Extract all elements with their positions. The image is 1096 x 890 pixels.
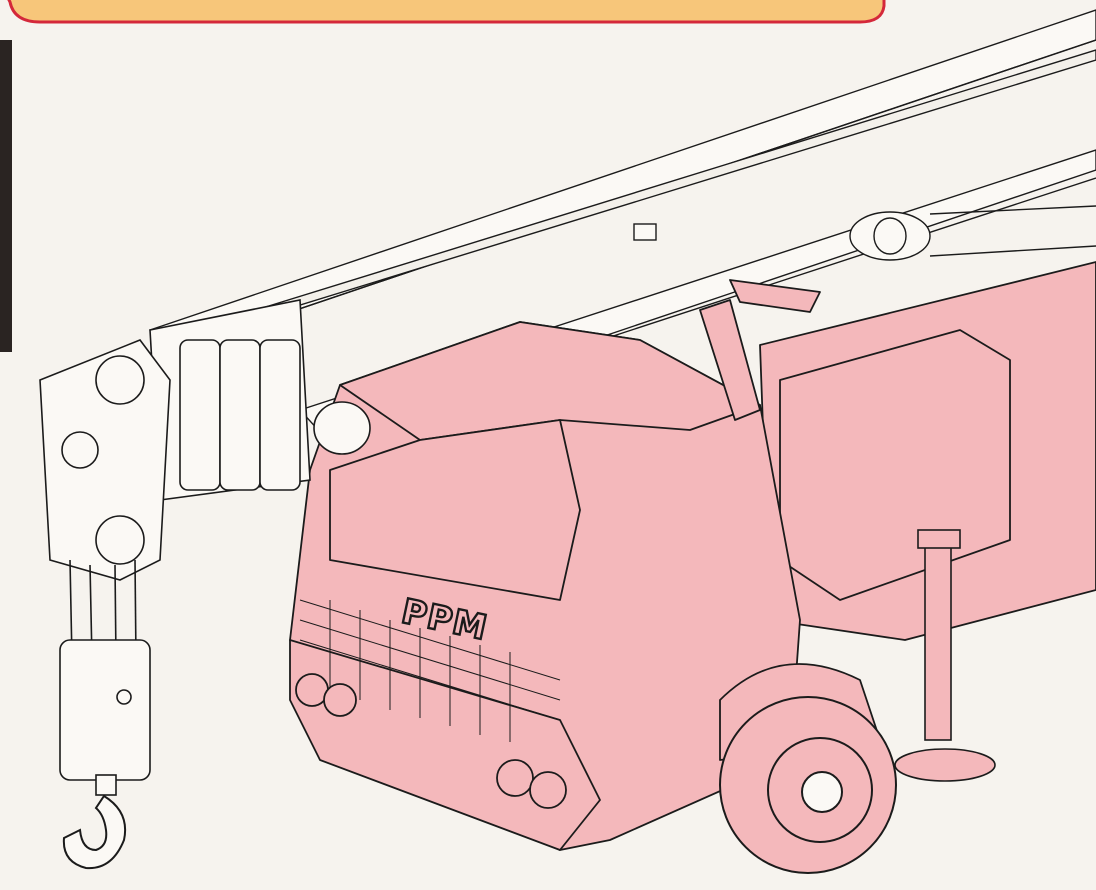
boom-support [699,299,761,421]
grille-lines [299,599,561,742]
front-wheel [719,696,897,874]
boom-head-sheaves [39,299,311,581]
header-banner [7,0,886,24]
outrigger-jack [894,529,996,782]
truck-body [289,261,1096,851]
boom-slider-block [633,223,657,241]
luffing-cylinder-end [849,211,931,261]
hook-block [59,559,151,796]
left-photo-strip [0,40,12,352]
windscreen [329,419,581,601]
crane-hook [62,794,126,870]
hoist-cylinder-cap [313,401,371,455]
headlights [295,673,567,809]
